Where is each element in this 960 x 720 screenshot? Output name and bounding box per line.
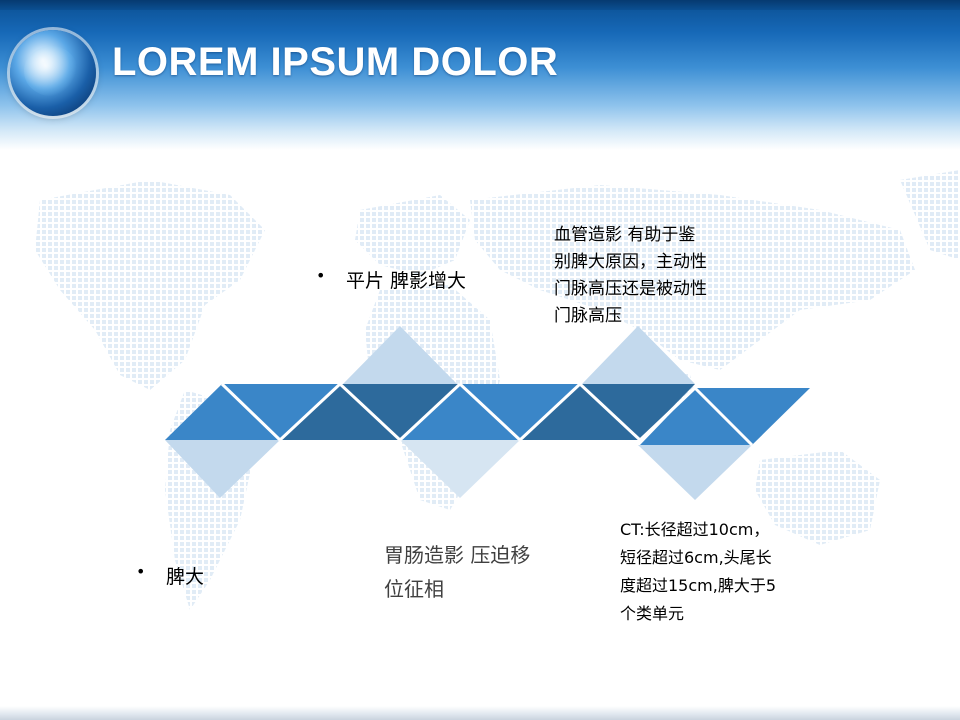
globe-icon [10, 30, 96, 116]
note-line: 位征相 [384, 577, 444, 601]
footer-strip [0, 706, 960, 720]
tri-pale-top-1 [343, 326, 457, 384]
note-top-bullet-text: 平片 脾影增大 [346, 270, 467, 292]
note-bottom-left: • 脾大 [136, 562, 204, 589]
note-line: 胃肠造影 压迫移 [384, 543, 531, 567]
note-bottom-right: CT:长径超过10cm， 短径超过6cm,头尾长 度超过15cm,脾大于5 个类… [620, 516, 776, 628]
tri-pale-bottom-1 [400, 440, 520, 498]
header-band [0, 0, 960, 150]
tri-band-6 [460, 384, 580, 440]
globe-highlight [24, 46, 78, 96]
tri-band-10 [695, 388, 810, 445]
tri-pale-left-bottom [165, 440, 280, 498]
tri-band-2 [222, 384, 340, 440]
note-line: 个类单元 [620, 604, 685, 623]
note-line: 度超过15cm,脾大于5 [620, 576, 777, 595]
note-line: 门脉高压还是被动性 [554, 279, 707, 299]
tri-band-1 [165, 384, 280, 440]
tri-band-3 [280, 384, 400, 440]
note-bottom-left-text: 脾大 [166, 566, 205, 588]
note-bottom-mid: 胃肠造影 压迫移 位征相 [384, 538, 530, 606]
tri-band-9 [640, 388, 752, 445]
note-line: 短径超过6cm,头尾长 [620, 548, 772, 567]
tri-pale-top-2 [582, 326, 695, 384]
tri-band-7 [520, 384, 640, 440]
note-top-bullet: • 平片 脾影增大 [316, 266, 466, 293]
note-line: 门脉高压 [554, 306, 622, 326]
note-line: 别脾大原因，主动性 [554, 252, 707, 272]
bullet-marker: • [316, 266, 326, 285]
slide-title: LOREM IPSUM DOLOR [112, 40, 559, 84]
note-top-right: 血管造影 有助于鉴 别脾大原因，主动性 门脉高压还是被动性 门脉高压 [554, 222, 707, 330]
bullet-marker: • [136, 562, 146, 581]
note-line: CT:长径超过10cm， [620, 520, 770, 539]
tri-band-8 [580, 384, 695, 440]
note-line: 血管造影 有助于鉴 [554, 225, 696, 245]
header-top-strip [0, 0, 960, 10]
tri-band-4 [340, 384, 460, 440]
tri-pale-bottom-2 [638, 445, 752, 500]
separator-lines [220, 382, 754, 447]
tri-band-5 [400, 384, 520, 440]
